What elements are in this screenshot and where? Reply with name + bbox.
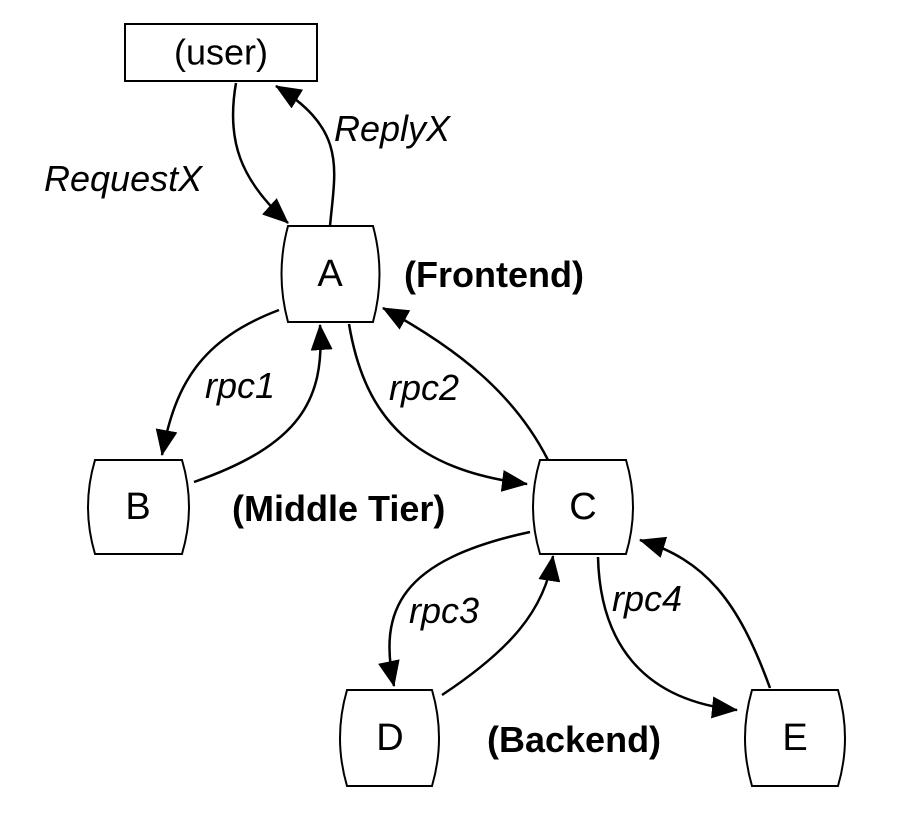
edge-rpc3-d-to-c — [441, 555, 561, 697]
edge-label-reply: ReplyX — [334, 108, 452, 149]
node-b-shape — [87, 459, 190, 555]
edge-rpc2-a-to-c — [347, 323, 528, 492]
node-b-label: B — [125, 486, 150, 528]
edge-label-rpc2: rpc2 — [389, 367, 459, 408]
node-a-shape — [280, 225, 381, 323]
edge-rpc4-e-to-c — [639, 536, 772, 689]
tier-label-backend: (Backend) — [487, 719, 661, 760]
node-a-label: A — [317, 253, 343, 295]
node-d: D — [339, 689, 440, 787]
edge-reply-a-to-user — [275, 84, 336, 227]
edge-rpc4-c-to-e — [596, 556, 738, 719]
node-c-shape — [532, 459, 634, 555]
node-a: A — [280, 225, 381, 323]
edge-rpc3-c-to-d — [378, 530, 531, 687]
node-d-label: D — [376, 717, 403, 759]
user-box — [124, 23, 318, 82]
edge-rpc1-a-to-b — [155, 308, 280, 456]
edge-request-user-to-a — [231, 82, 289, 224]
node-c-label: C — [569, 486, 596, 528]
user-label: (user) — [174, 32, 268, 73]
node-b: B — [87, 459, 190, 555]
edge-label-rpc1: rpc1 — [205, 365, 275, 406]
node-d-shape — [339, 689, 440, 787]
tier-label-middle: (Middle Tier) — [232, 488, 445, 529]
edge-label-rpc4: rpc4 — [612, 578, 682, 619]
node-e: E — [744, 689, 846, 787]
user-node: (user) — [124, 23, 318, 82]
node-e-shape — [744, 689, 846, 787]
tier-label-frontend: (Frontend) — [404, 254, 584, 295]
edge-rpc1-b-to-a — [193, 324, 333, 484]
edge-label-request: RequestX — [44, 158, 204, 199]
node-c: C — [532, 459, 634, 555]
edge-label-rpc3: rpc3 — [409, 590, 479, 631]
edge-rpc2-c-to-a — [382, 306, 550, 461]
node-e-label: E — [782, 717, 807, 759]
